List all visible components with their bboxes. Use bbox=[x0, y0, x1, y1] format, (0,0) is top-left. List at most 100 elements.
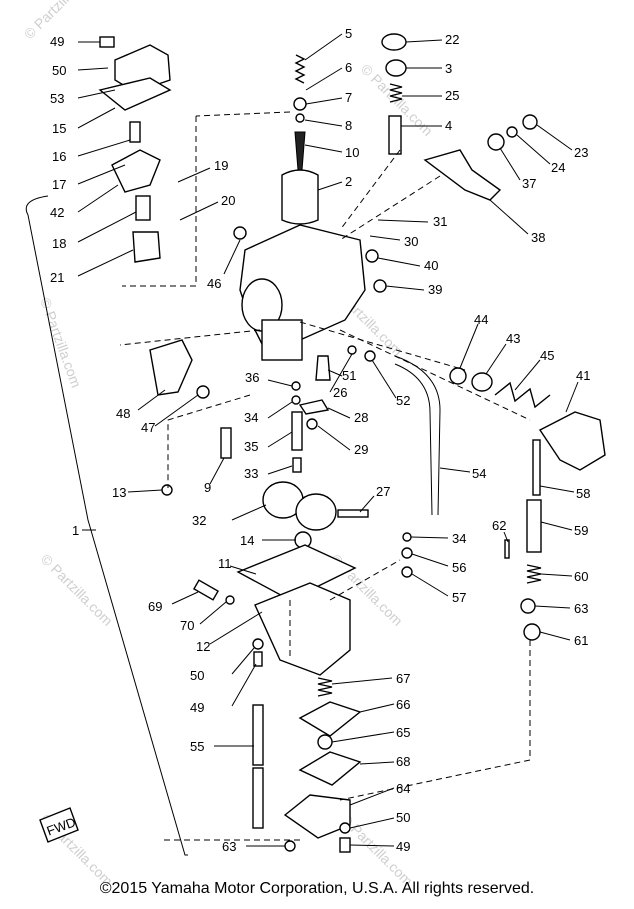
oring-part bbox=[449, 367, 467, 385]
leader-line bbox=[503, 531, 509, 543]
screw-part bbox=[522, 114, 538, 130]
callout-label: 33 bbox=[244, 466, 258, 481]
cap-part bbox=[381, 33, 407, 51]
callout-label: 29 bbox=[354, 442, 368, 457]
leader-line bbox=[489, 199, 529, 235]
bracket-part bbox=[132, 231, 161, 263]
callout-label: 20 bbox=[221, 193, 235, 208]
leader-line bbox=[329, 353, 353, 393]
spring-part bbox=[401, 547, 413, 559]
drain-screw-part bbox=[193, 579, 219, 601]
leader-line bbox=[359, 703, 395, 713]
callout-label: 70 bbox=[180, 618, 194, 633]
callout-label: 13 bbox=[112, 485, 126, 500]
callout-label: 25 bbox=[445, 88, 459, 103]
callout-label: 24 bbox=[551, 160, 565, 175]
callout-label: 27 bbox=[376, 484, 390, 499]
callout-label: 46 bbox=[207, 276, 221, 291]
callout-label: 64 bbox=[396, 781, 410, 796]
callout-label: 48 bbox=[116, 406, 130, 421]
callout-label: 35 bbox=[244, 439, 258, 454]
oring-part bbox=[284, 840, 296, 852]
plate-part bbox=[298, 399, 330, 415]
leader-line bbox=[77, 107, 116, 129]
callout-label: 5 bbox=[345, 26, 352, 41]
callout-label: 30 bbox=[404, 234, 418, 249]
washer-part bbox=[520, 598, 536, 614]
callout-label: 49 bbox=[190, 700, 204, 715]
watermark: © Partzilla.com bbox=[38, 551, 116, 629]
leader-line bbox=[209, 611, 263, 645]
washer-part bbox=[347, 345, 357, 355]
callout-label: 62 bbox=[492, 518, 506, 533]
oring-part bbox=[225, 595, 235, 605]
callout-label: 12 bbox=[196, 639, 210, 654]
callout-label: 39 bbox=[428, 282, 442, 297]
leader-lines bbox=[77, 33, 579, 847]
callout-label: 61 bbox=[574, 633, 588, 648]
choke-lever-part bbox=[149, 339, 193, 396]
leader-line bbox=[267, 465, 293, 475]
leader-line bbox=[305, 67, 343, 91]
leader-line bbox=[223, 239, 241, 275]
callout-label: 56 bbox=[452, 560, 466, 575]
callout-label: 42 bbox=[50, 205, 64, 220]
fwd-arrow-logo bbox=[39, 807, 79, 843]
screw-part bbox=[253, 651, 263, 667]
top-cover-part bbox=[114, 44, 171, 93]
callout-label: 63 bbox=[222, 839, 236, 854]
callout-label: 57 bbox=[452, 590, 466, 605]
float-bowl-part bbox=[254, 582, 351, 676]
leader-line bbox=[349, 817, 395, 829]
leader-line bbox=[536, 124, 573, 151]
leader-line bbox=[267, 379, 293, 387]
callout-label: 7 bbox=[345, 90, 352, 105]
callout-label: 58 bbox=[576, 486, 590, 501]
callout-label: 50 bbox=[52, 63, 66, 78]
callout-label: 34 bbox=[452, 531, 466, 546]
leader-line bbox=[331, 731, 395, 743]
leader-line bbox=[359, 761, 395, 765]
callout-label: 59 bbox=[574, 523, 588, 538]
leader-line bbox=[359, 495, 375, 513]
leader-line bbox=[349, 844, 395, 847]
leader-line bbox=[179, 201, 219, 221]
float-bowl-mount-part bbox=[261, 319, 303, 361]
leader-line bbox=[349, 787, 395, 806]
leader-line bbox=[77, 211, 137, 243]
needle-jet-part bbox=[291, 411, 303, 451]
callout-label: 16 bbox=[52, 149, 66, 164]
leader-line bbox=[304, 119, 343, 127]
guide-lines bbox=[119, 111, 531, 841]
adjuster-part bbox=[388, 115, 402, 155]
callout-label: 44 bbox=[474, 312, 488, 327]
diaphragm-part bbox=[298, 701, 362, 737]
leader-line bbox=[411, 553, 449, 567]
vent-hose-part bbox=[394, 363, 433, 516]
guide-line bbox=[119, 329, 261, 346]
pilot-screw-part bbox=[365, 249, 379, 263]
callout-label: 67 bbox=[396, 671, 410, 686]
leader-line bbox=[231, 647, 255, 675]
float-pin-part bbox=[337, 509, 369, 518]
callout-label: 37 bbox=[522, 176, 536, 191]
hose-part bbox=[252, 704, 264, 766]
callout-label: 2 bbox=[345, 174, 352, 189]
leader-line bbox=[499, 147, 521, 181]
gasket-part bbox=[236, 544, 357, 601]
washer-part bbox=[401, 566, 413, 578]
leader-line bbox=[267, 401, 293, 419]
mixing-chamber-top-part bbox=[385, 59, 407, 77]
screw-part bbox=[252, 638, 264, 650]
guide-line bbox=[339, 149, 401, 231]
return-spring-part bbox=[494, 381, 551, 409]
callout-label: 38 bbox=[531, 230, 545, 245]
leader-line bbox=[411, 573, 449, 597]
plunger-part bbox=[526, 499, 542, 553]
callout-labels: 49 50 53 15 16 17 42 18 21 5 6 7 8 10 2 … bbox=[50, 26, 590, 854]
leader-line bbox=[229, 565, 257, 575]
callout-label: 53 bbox=[50, 91, 64, 106]
leader-line bbox=[439, 467, 471, 473]
leader-line bbox=[317, 425, 351, 451]
